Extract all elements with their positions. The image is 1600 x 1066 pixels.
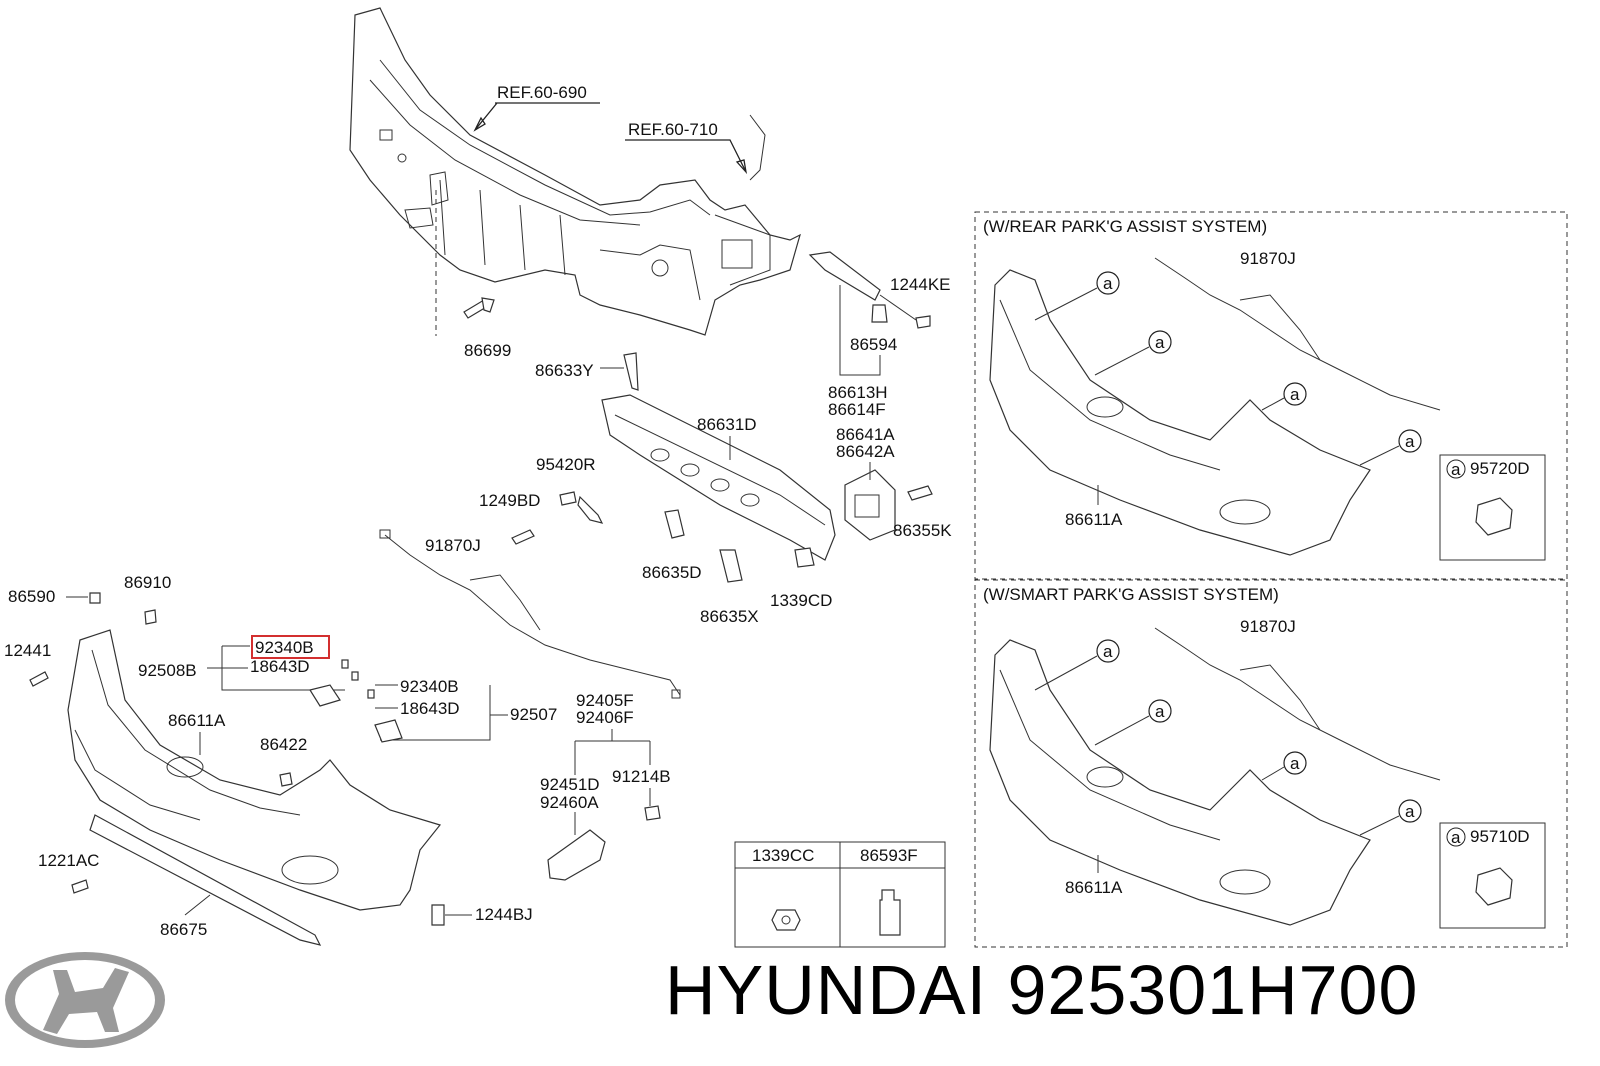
inset-rear-park-assist: (W/REAR PARK'G ASSIST SYSTEM) a a a a 91…	[974, 211, 1568, 580]
callout-a-text-1: a	[1103, 274, 1113, 293]
label-86635x: 86635X	[700, 607, 759, 626]
inset-rear-bumper-label: 86611A	[1065, 510, 1123, 529]
label-92340b-highlight: 92340B	[255, 638, 314, 657]
inset-rear-title: (W/REAR PARK'G ASSIST SYSTEM)	[983, 217, 1267, 236]
callout-a-text-4: a	[1405, 432, 1415, 451]
label-92451d: 92451D	[540, 775, 600, 794]
callout-a-text-7: a	[1290, 754, 1300, 773]
inset-smart-bumper-label: 86611A	[1065, 878, 1123, 897]
sensor-part-95710d: 95710D	[1470, 827, 1530, 846]
label-86675: 86675	[160, 920, 207, 939]
label-95420r: 95420R	[536, 455, 596, 474]
brand-part-number: HYUNDAI 925301H700	[665, 951, 1419, 1029]
left-hardware: 86590 86910 12441 1221AC 1244BJ	[4, 573, 533, 926]
hyundai-logo	[5, 952, 165, 1048]
inset-smart-harness-label: 91870J	[1240, 617, 1296, 636]
bumper-beam: 86631D	[601, 394, 836, 561]
callout-a-text-8: a	[1405, 802, 1415, 821]
label-86642a: 86642A	[836, 442, 895, 461]
callout-a-text-5: a	[1103, 642, 1113, 661]
rear-bumper-cover: 86611A 86675 86422	[67, 629, 442, 946]
ref-60-690: REF.60-690	[497, 83, 587, 102]
label-86594: 86594	[850, 335, 897, 354]
label-92340b: 92340B	[400, 677, 459, 696]
sensor-callout-rear: a	[1451, 460, 1461, 479]
label-86910: 86910	[124, 573, 171, 592]
label-12441: 12441	[4, 641, 51, 660]
label-18643d: 18643D	[250, 657, 310, 676]
ref-labels: REF.60-690 REF.60-710	[473, 83, 748, 175]
label-86633y: 86633Y	[535, 361, 594, 380]
inset-rear-harness-label: 91870J	[1240, 249, 1296, 268]
callout-a-text-6: a	[1155, 702, 1165, 721]
harness-91870j: 91870J	[379, 529, 681, 699]
label-86590: 86590	[8, 587, 55, 606]
label-86631d: 86631D	[697, 415, 757, 434]
label-86355k: 86355K	[893, 521, 952, 540]
fastener-table: 1339CC 86593F	[734, 841, 946, 948]
highlighted-part-92340b	[251, 635, 330, 659]
inset-smart-title: (W/SMART PARK'G ASSIST SYSTEM)	[983, 585, 1279, 604]
label-92508b: 92508B	[138, 661, 197, 680]
table-header-86593f: 86593F	[860, 846, 918, 865]
label-86613h: 86613H	[828, 383, 888, 402]
callout-a-text-3: a	[1290, 385, 1300, 404]
rear-body-panel	[349, 7, 801, 336]
bracket-86641a: 86641A 86642A 86355K	[836, 425, 952, 541]
sensor-part-95720d: 95720D	[1470, 459, 1530, 478]
inset-smart-park-assist: (W/SMART PARK'G ASSIST SYSTEM) a a a a 9…	[974, 579, 1568, 948]
ref-60-710: REF.60-710	[628, 120, 718, 139]
label-86614f: 86614F	[828, 400, 886, 419]
label-92405f: 92405F	[576, 691, 634, 710]
label-92406f: 92406F	[576, 708, 634, 727]
callout-a-smart	[1096, 639, 1422, 823]
sensor-bracket-group: 92340B 18643D 92508B 92340B 18643D 92507	[138, 635, 557, 743]
label-91214b: 91214B	[612, 767, 671, 786]
label-1249bd: 1249BD	[479, 491, 540, 510]
label-1339cd: 1339CD	[770, 591, 832, 610]
label-18643d-b: 18643D	[400, 699, 460, 718]
label-86422: 86422	[260, 735, 307, 754]
label-92460a: 92460A	[540, 793, 599, 812]
small-parts: 95420R 1249BD 86635D 86635X 1339CD	[479, 455, 832, 626]
upper-hardware: 1244KE 86594 86613H 86614F 86699 86633Y	[435, 190, 951, 419]
label-1221ac: 1221AC	[38, 851, 99, 870]
label-86611a: 86611A	[168, 711, 226, 730]
label-86641a: 86641A	[836, 425, 895, 444]
label-91870j: 91870J	[425, 536, 481, 555]
label-86635d: 86635D	[642, 563, 702, 582]
label-1244bj: 1244BJ	[475, 905, 533, 924]
label-1244ke: 1244KE	[890, 275, 951, 294]
label-86699: 86699	[464, 341, 511, 360]
callout-a-text-2: a	[1155, 333, 1165, 352]
sensor-callout-smart: a	[1451, 828, 1461, 847]
reflector-group: 92405F 92406F 92451D 92460A 91214B	[540, 691, 671, 881]
callout-a-rear	[1096, 271, 1422, 453]
label-92507: 92507	[510, 705, 557, 724]
table-header-1339cc: 1339CC	[752, 846, 814, 865]
